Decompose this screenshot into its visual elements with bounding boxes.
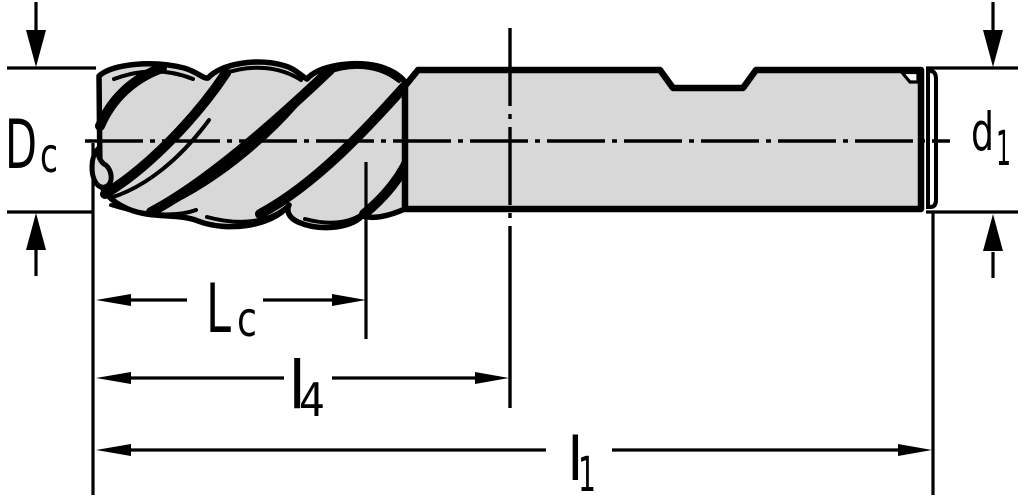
shank-relief-groove bbox=[898, 70, 920, 84]
l1-label-subscript: 1 bbox=[578, 447, 596, 502]
lc-label-subscript: c bbox=[237, 292, 257, 348]
dimension-l1: l 1 bbox=[91, 143, 935, 502]
lc-label: L bbox=[206, 270, 231, 349]
dc-label-subscript: c bbox=[40, 128, 58, 184]
dimension-d1: d 1 bbox=[926, 2, 1018, 278]
l4-arrow-right bbox=[475, 372, 509, 384]
d1-arrow-top bbox=[983, 30, 1003, 67]
dimension-l4: l 4 bbox=[96, 347, 509, 427]
dc-arrow-top bbox=[26, 30, 46, 67]
cutting-section bbox=[89, 59, 414, 231]
end-chamfer-cap bbox=[926, 69, 938, 209]
flute-edge-lines bbox=[109, 64, 401, 225]
l1-arrow-left bbox=[96, 444, 131, 456]
dc-label: D bbox=[5, 106, 37, 185]
l1-label: l bbox=[567, 425, 584, 495]
d1-arrow-bottom bbox=[983, 214, 1003, 251]
dc-arrow-bottom bbox=[26, 213, 46, 250]
dimension-lc: L c bbox=[96, 162, 368, 349]
l1-arrow-right bbox=[898, 444, 932, 456]
l4-arrow-left bbox=[96, 372, 131, 384]
lc-arrow-right bbox=[332, 294, 366, 306]
lc-arrow-left bbox=[96, 294, 131, 306]
centerlines bbox=[85, 28, 950, 408]
dimension-dc: D c bbox=[5, 2, 96, 276]
l4-label: l bbox=[288, 347, 306, 424]
d1-label: d bbox=[971, 102, 994, 163]
d1-label-subscript: 1 bbox=[996, 121, 1011, 177]
l4-label-subscript: 4 bbox=[299, 373, 325, 427]
